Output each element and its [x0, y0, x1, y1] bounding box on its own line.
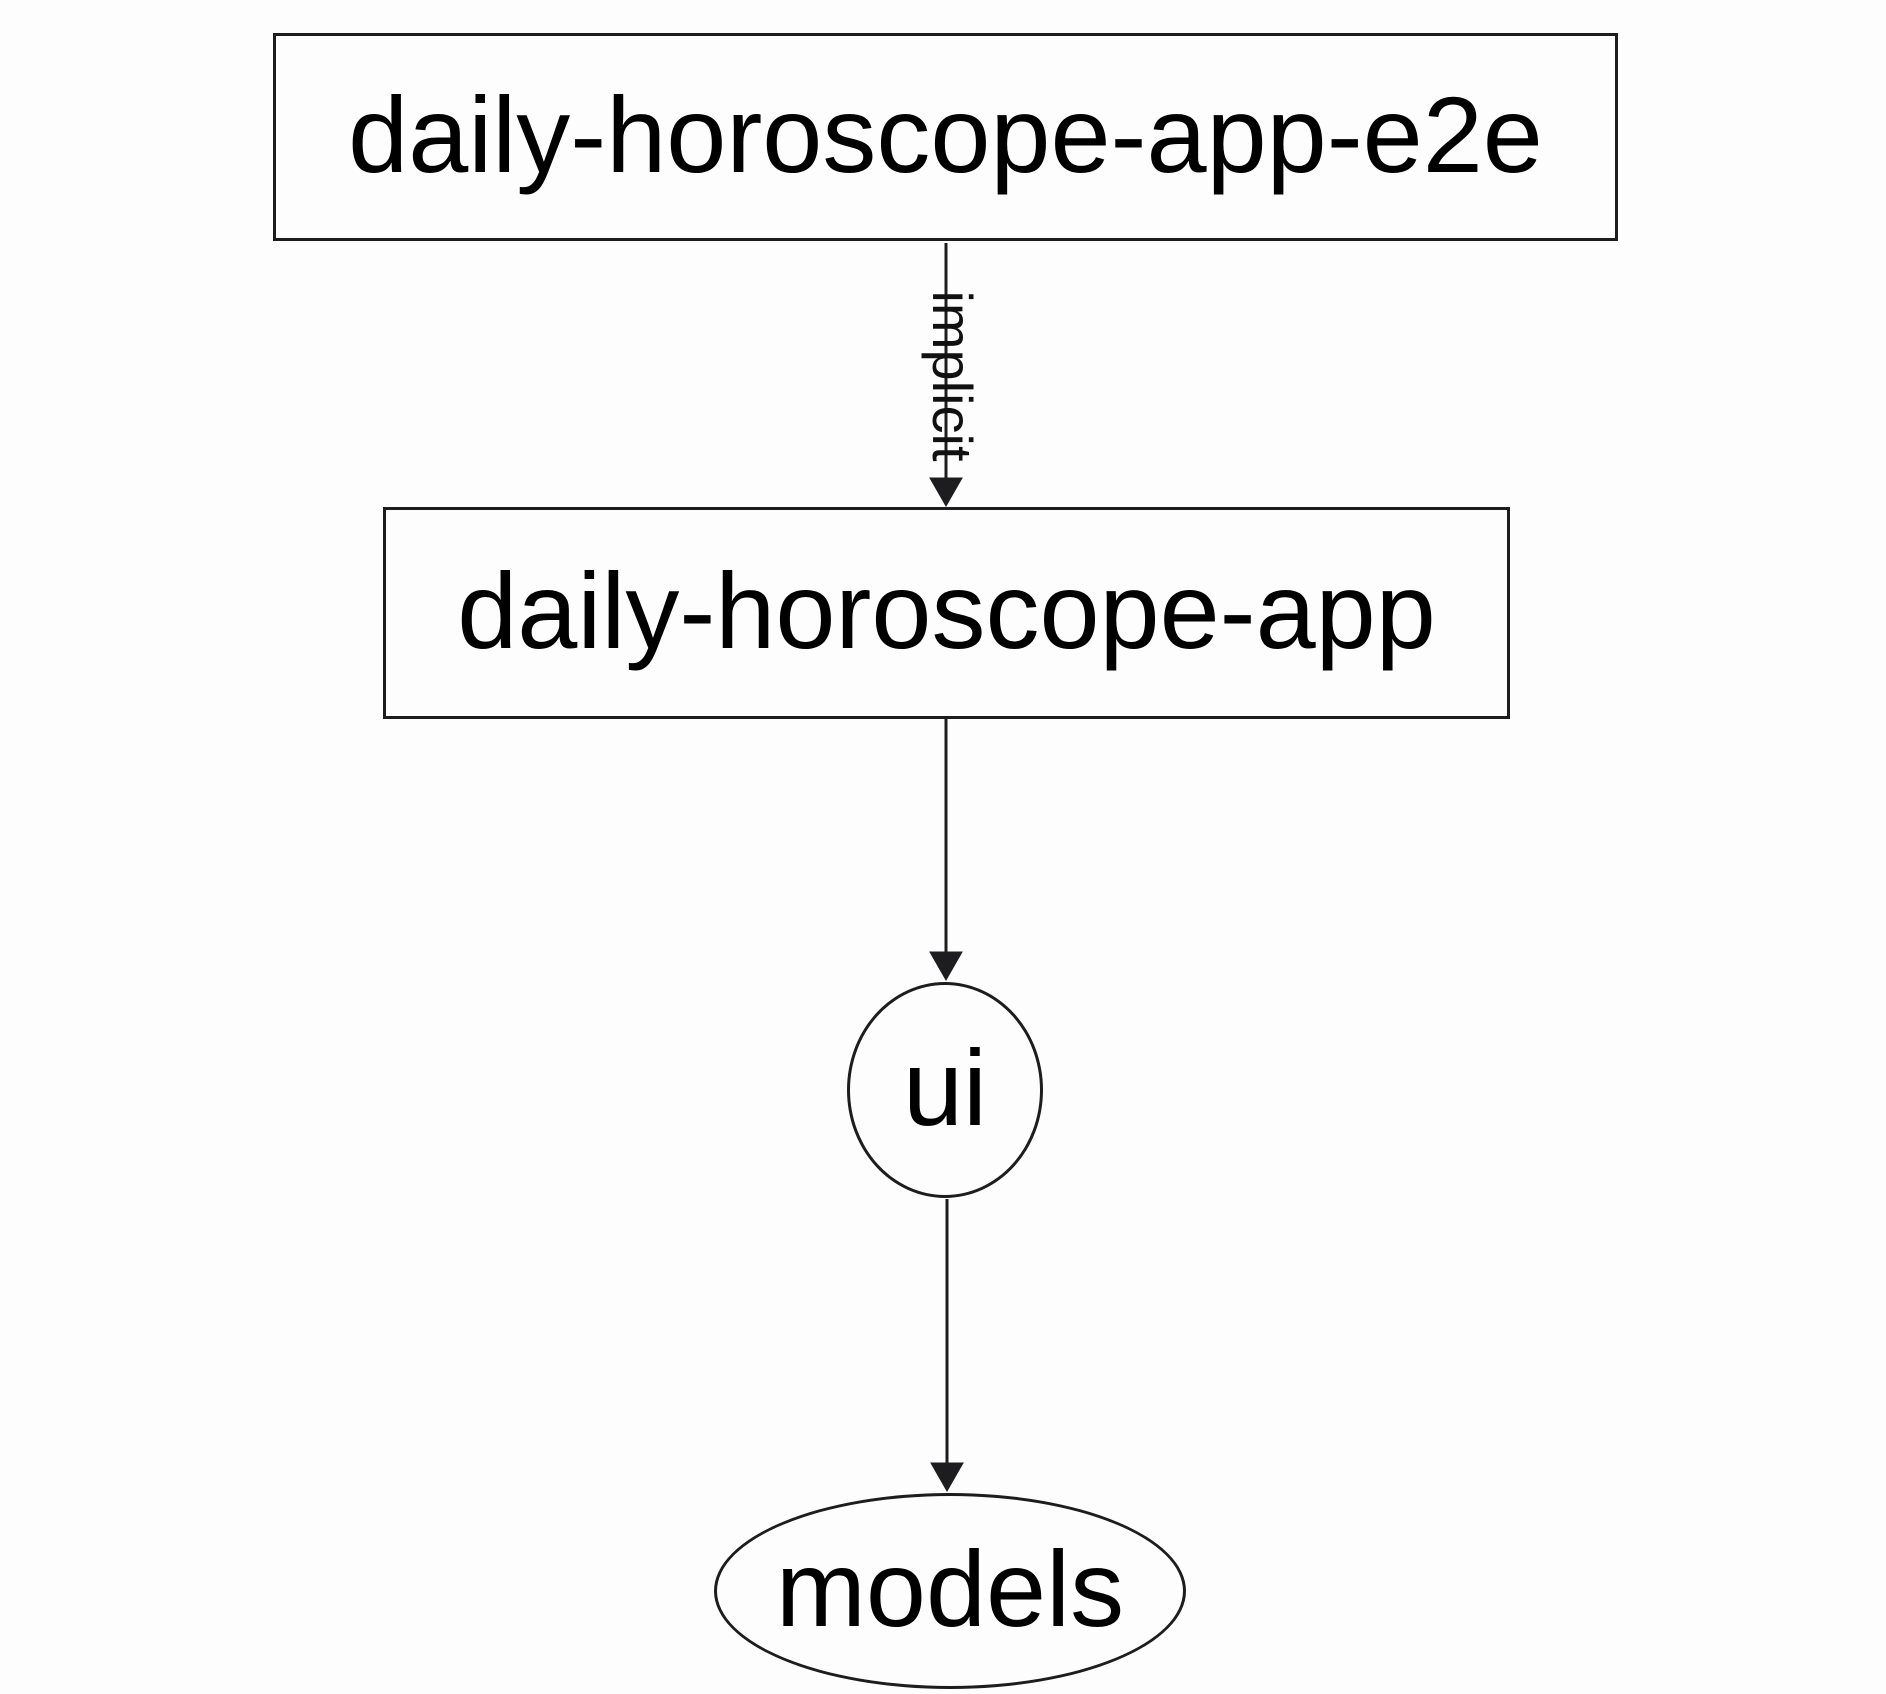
node-label: daily-horoscope-app-e2e [348, 74, 1543, 195]
edge-ui-to-models [930, 1199, 964, 1493]
node-label: daily-horoscope-app [457, 550, 1436, 671]
node-models: models [714, 1493, 1186, 1689]
node-label: ui [902, 1027, 988, 1148]
arrowhead-icon [929, 477, 963, 508]
node-label: models [775, 1528, 1125, 1649]
edge-label-implicit: implicit [921, 290, 984, 462]
arrowhead-icon [930, 1462, 964, 1493]
edge-app-to-ui [929, 719, 963, 982]
arrowhead-icon [929, 951, 963, 982]
node-ui: ui [847, 982, 1043, 1198]
node-daily-horoscope-app-e2e: daily-horoscope-app-e2e [273, 33, 1618, 241]
node-daily-horoscope-app: daily-horoscope-app [383, 507, 1510, 719]
